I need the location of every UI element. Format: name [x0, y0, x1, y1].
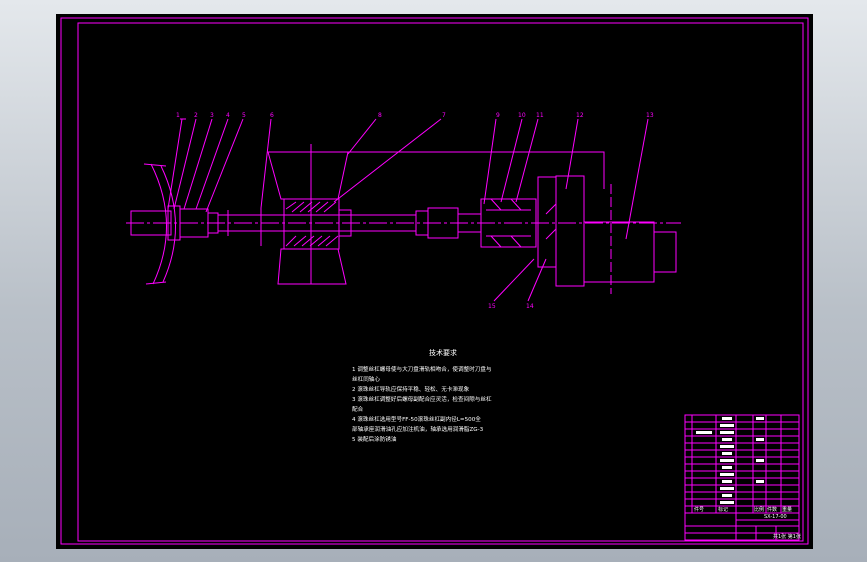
tech-note-line: 1 调整丝杠螺母使与大刀盘滑轨相吻合，使调整时刀盘与 [352, 365, 492, 373]
hopper-bottom [277, 248, 347, 285]
part-number: 15 [488, 303, 496, 310]
part-number: 14 [526, 303, 534, 310]
tech-note-line: 3 滚珠丝杠调整好后螺母副配合应灵活，检查间隙与丝杠 [352, 395, 492, 403]
part-number: 12 [576, 112, 584, 119]
hopper-top [267, 151, 349, 200]
tech-note-line: 配合 [352, 405, 364, 413]
title-label: 标记 [718, 506, 728, 513]
drawing-canvas: 1 2 3 4 5 6 8 7 9 10 11 12 13 15 14 技术要求… [60, 17, 809, 545]
drawing-number: SX-17-00 [764, 514, 787, 520]
title-label: 重量 [782, 506, 792, 513]
title-label: 件号 [694, 506, 704, 513]
part-number: 7 [442, 112, 446, 119]
part-number: 2 [194, 112, 198, 119]
title-block: 件号 标记 比例 件数 重量 SX-17-00 共1张 第1张 [684, 414, 801, 541]
part-number: 8 [378, 112, 382, 119]
part-number: 5 [242, 112, 246, 119]
motor-flange [537, 176, 557, 268]
part-number: 9 [496, 112, 500, 119]
technical-notes: 技术要求 1 调整丝杠螺母使与大刀盘滑轨相吻合，使调整时刀盘与 丝杠同轴心 2 … [352, 348, 492, 443]
part-number: 3 [210, 112, 214, 119]
guide-rail [348, 151, 605, 189]
sheet-label: 共1张 第1张 [773, 533, 801, 540]
inner-frame [77, 22, 804, 542]
tech-note-line: 5 装配后涂防锈油 [352, 435, 397, 443]
drawing-sheet: 1 2 3 4 5 6 8 7 9 10 11 12 13 15 14 技术要求… [56, 14, 813, 549]
motor-body [583, 221, 655, 283]
tech-note-line: 丝杠同轴心 [352, 375, 380, 383]
tech-note-line: 4 滚珠丝杠选用型号FF-50滚珠丝杠副内径L=500全 [352, 415, 481, 423]
part-numbers: 1 2 3 4 5 6 8 7 9 10 11 12 13 15 14 [176, 112, 654, 310]
part-number: 1 [176, 112, 180, 119]
part-number: 10 [518, 112, 526, 119]
part-number: 13 [646, 112, 654, 119]
part-number: 11 [536, 112, 544, 119]
part-number: 4 [226, 112, 230, 119]
title-label: 件数 [767, 506, 777, 513]
outer-frame [60, 17, 809, 545]
tech-note-line: 部轴承座润滑油孔应加注机油，轴承选用润滑脂ZG-3 [352, 425, 484, 433]
part-number: 6 [270, 112, 274, 119]
cutter-disc [150, 163, 167, 285]
tech-title: 技术要求 [429, 348, 457, 357]
nut-hatching [285, 201, 339, 247]
assembly-drawing [126, 144, 681, 294]
part-leaders [167, 118, 649, 302]
tech-note-line: 2 滚珠丝杠导轨应保持平稳、轻松、无卡滞现象 [352, 385, 470, 393]
title-label: 比例 [754, 506, 764, 513]
